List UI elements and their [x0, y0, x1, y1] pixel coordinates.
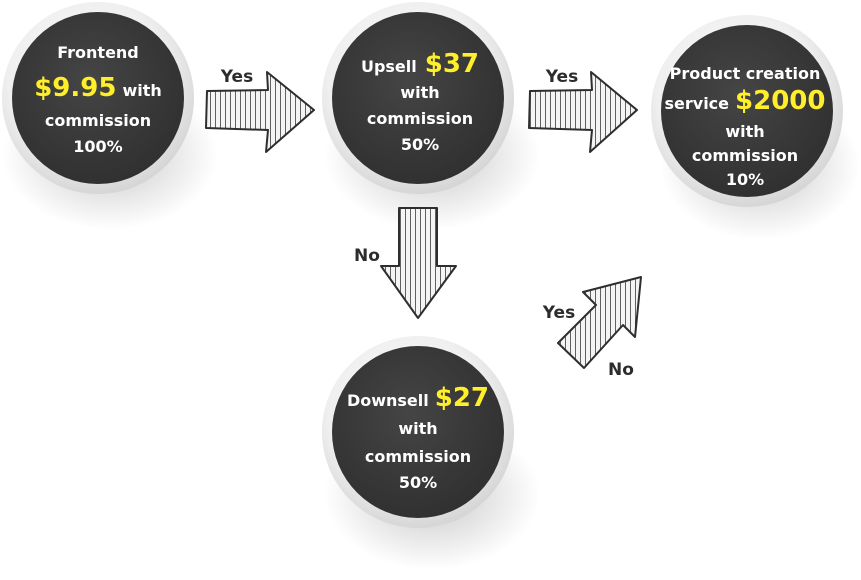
arrow-upsell-to-product: Yes — [528, 67, 638, 153]
down-arrow-icon — [380, 207, 457, 319]
frontend-price-line: $9.95 with — [34, 73, 162, 103]
frontend-node: Frontend $9.95 with commission 100% — [2, 2, 218, 230]
edge-label-upsell-product: Yes — [545, 67, 578, 87]
product-price-line: service $2000 — [665, 86, 826, 116]
downsell-commission-value: 50% — [399, 473, 437, 492]
upsell-title-line: Upsell $37 — [361, 49, 479, 79]
frontend-disc — [12, 12, 184, 184]
upsell-with: with — [400, 83, 439, 102]
upsell-commission-label: commission — [367, 109, 473, 128]
downsell-title-line: Downsell $27 — [347, 383, 489, 413]
downsell-price: $27 — [435, 383, 489, 413]
downsell-with: with — [398, 419, 437, 438]
product-commission-value: 10% — [726, 170, 764, 189]
right-arrow-icon — [528, 71, 638, 153]
product-with: with — [725, 122, 764, 141]
arrow-downsell-to-product: Yes No — [542, 276, 642, 380]
frontend-price: $9.95 — [34, 73, 116, 103]
frontend-title: Frontend — [57, 43, 139, 62]
edge-label-downsell-product-yes: Yes — [542, 303, 575, 323]
upsell-disc — [332, 12, 504, 184]
product-commission-label: commission — [692, 146, 798, 165]
arrow-frontend-to-upsell: Yes — [205, 67, 315, 153]
arrow-upsell-to-downsell: No — [354, 207, 457, 319]
downsell-commission-label: commission — [365, 447, 471, 466]
product-title: Product creation — [670, 64, 821, 83]
diagonal-arrow-icon — [557, 276, 642, 369]
edge-label-downsell-product-no: No — [608, 360, 634, 380]
frontend-commission-label: commission — [45, 111, 151, 130]
downsell-node: Downsell $27 with commission 50% — [322, 336, 540, 570]
edge-label-frontend-upsell: Yes — [220, 67, 253, 87]
product-disc — [661, 25, 833, 197]
product-creation-node: Product creation service $2000 with commi… — [651, 15, 860, 240]
upsell-commission-value: 50% — [401, 135, 439, 154]
upsell-node: Upsell $37 with commission 50% — [322, 2, 540, 230]
upsell-title: Upsell — [361, 57, 417, 76]
edge-label-upsell-downsell: No — [354, 246, 380, 266]
upsell-price: $37 — [425, 49, 479, 79]
downsell-disc — [332, 346, 504, 518]
frontend-commission-value: 100% — [73, 137, 122, 156]
downsell-title: Downsell — [347, 391, 429, 410]
product-price: $2000 — [735, 86, 825, 116]
product-service: service — [665, 94, 730, 113]
right-arrow-icon — [205, 71, 315, 153]
frontend-with: with — [122, 81, 161, 100]
